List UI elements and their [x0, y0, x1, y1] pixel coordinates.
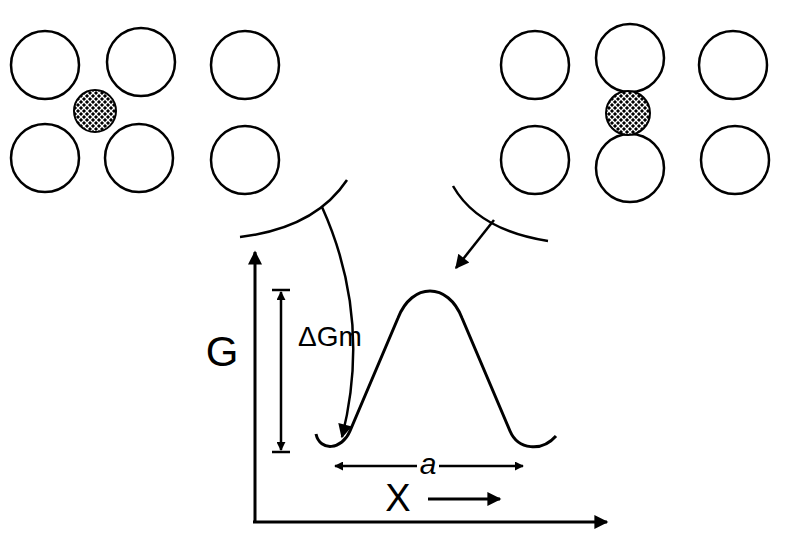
barrier-label: ΔGm: [295, 322, 365, 352]
axes: [253, 252, 607, 522]
energy-curve: [316, 291, 556, 447]
detail-arcs: [240, 180, 548, 241]
lattice-atoms-left: [11, 28, 279, 194]
direction-arrow: [428, 498, 500, 501]
axis-label: G: [203, 330, 242, 374]
barrier-height-dimension: [272, 290, 290, 452]
axis-label: X: [382, 478, 413, 518]
lattice-atoms-right: [501, 24, 769, 202]
distance-label: a: [417, 448, 440, 480]
interstitial-atom: [74, 90, 116, 132]
interstitial-atom: [606, 91, 650, 135]
